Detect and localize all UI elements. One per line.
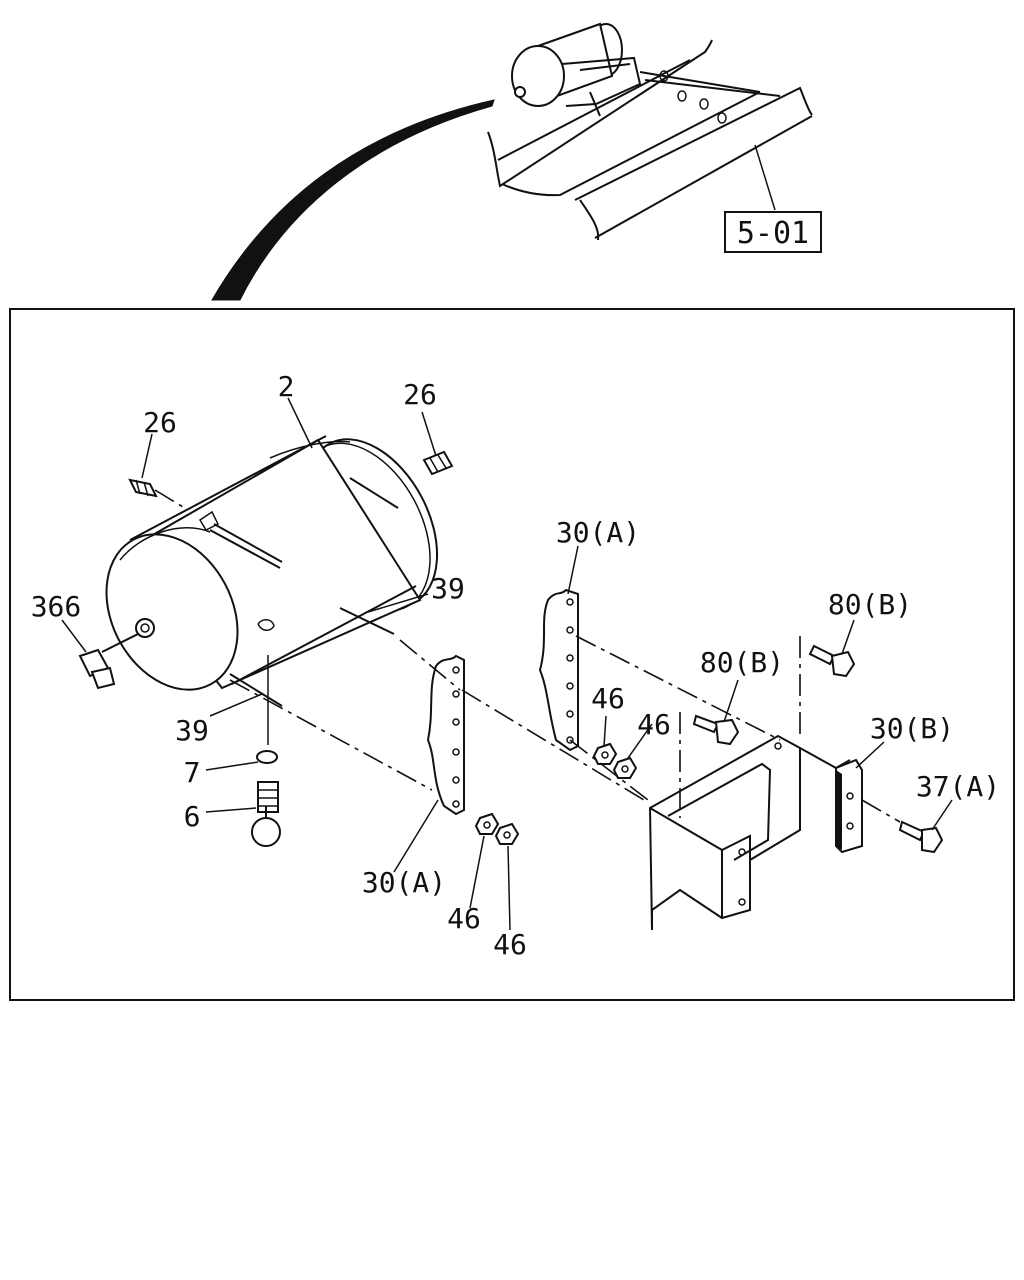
frame-rail-outer (487, 39, 713, 188)
callout-nut-front-1[interactable]: 46 (447, 902, 481, 935)
bracket-30a-front[interactable] (426, 654, 465, 816)
bolt-80b-upper[interactable] (808, 644, 856, 678)
callout-stud-lower[interactable]: 39 (175, 714, 209, 747)
stud-upper-assembly (154, 477, 399, 569)
inset-pointer (211, 99, 495, 301)
plug-left[interactable] (128, 478, 158, 498)
bolt-80b-lower[interactable] (692, 714, 740, 746)
reference-label[interactable]: 5-01 (737, 216, 809, 251)
callout-nut-rear-1[interactable]: 46 (591, 682, 625, 715)
chassis-inset: 5-01 (211, 22, 822, 301)
callout-fitting[interactable]: 366 (31, 590, 82, 623)
bracket-30a-rear[interactable] (538, 588, 579, 752)
callout-labels: 2 26 26 366 39 39 7 6 30(A) 30(A) 46 46 … (31, 370, 1000, 961)
callout-nut-rear-2[interactable]: 46 (637, 708, 671, 741)
assembly-centerlines (229, 635, 901, 823)
callout-plug-right[interactable]: 26 (403, 378, 437, 411)
nut-front-1[interactable] (474, 812, 500, 835)
mini-tank (511, 22, 642, 117)
mounting-bracket[interactable] (648, 734, 851, 931)
elbow-fitting[interactable] (78, 633, 139, 690)
leader-lines (61, 397, 953, 931)
callout-bracket-rear[interactable]: 30(A) (556, 516, 640, 549)
callout-washer[interactable]: 7 (184, 756, 201, 789)
callout-bolt-37a[interactable]: 37(A) (916, 770, 1000, 803)
washer[interactable] (256, 750, 278, 764)
callout-bracket-b[interactable]: 30(B) (870, 712, 954, 745)
bolt-37a[interactable] (898, 820, 944, 854)
callout-plug-left[interactable]: 26 (143, 406, 177, 439)
callout-stud-upper[interactable]: 39 (431, 572, 465, 605)
stud-lower-assembly (229, 607, 395, 707)
nut-front-2[interactable] (494, 822, 520, 845)
bracket-30b[interactable] (835, 758, 863, 854)
callout-bolt-80b-upper[interactable]: 80(B) (828, 588, 912, 621)
nut-rear-2[interactable] (612, 756, 638, 779)
reference-box[interactable] (724, 211, 822, 253)
plug-right[interactable] (422, 450, 454, 476)
detail-frame (9, 308, 1015, 1001)
air-tank[interactable] (81, 417, 464, 712)
callout-drain-valve[interactable]: 6 (184, 800, 201, 833)
callout-bracket-front[interactable]: 30(A) (362, 866, 446, 899)
drain-valve[interactable] (251, 781, 281, 847)
callout-bolt-80b-lower[interactable]: 80(B) (700, 646, 784, 679)
callout-nut-front-2[interactable]: 46 (493, 928, 527, 961)
nut-rear-1[interactable] (592, 742, 618, 765)
callout-tank[interactable]: 2 (278, 370, 295, 403)
